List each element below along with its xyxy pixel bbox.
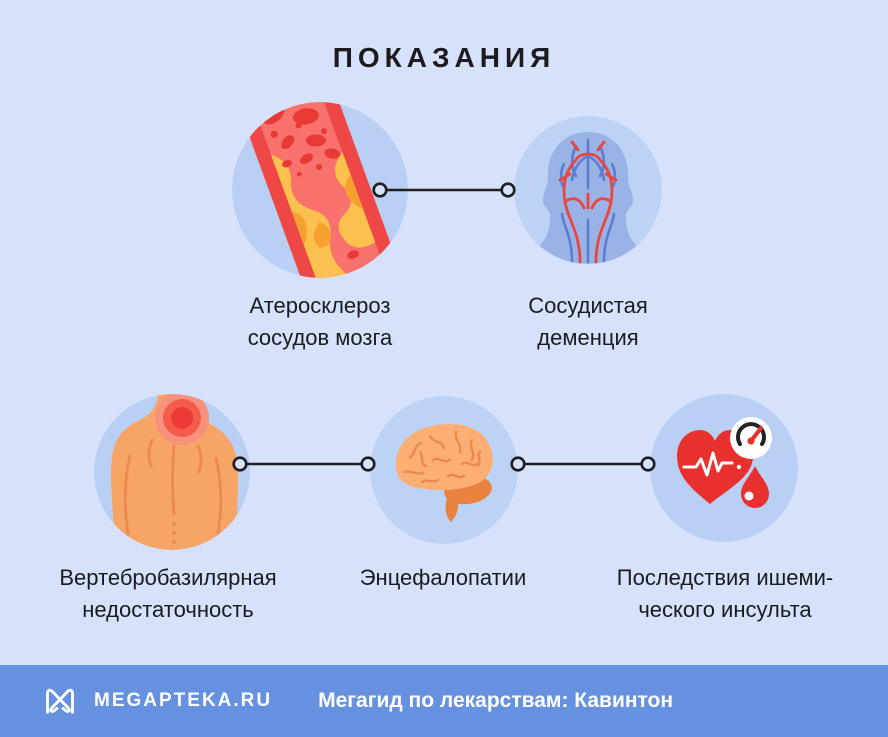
- back-neck-pain-icon: [94, 394, 250, 550]
- footer-bar: MEGAPTEKA.RU Мегагид по лекарствам: Кави…: [0, 665, 888, 737]
- footer-brand: MEGAPTEKA.RU: [94, 690, 273, 711]
- connector-line: [232, 455, 376, 473]
- indication-label-encephalopathy: Энцефалопатии: [359, 565, 527, 590]
- indication-circle-encephalopathy: [370, 396, 518, 544]
- indication-label-vertebrobasilar: Вертебробазилярная недостаточность: [59, 565, 277, 622]
- page-title: ПОКАЗАНИЯ: [332, 42, 556, 73]
- indication-label-atherosclerosis: Атеросклероз сосудов мозга: [247, 293, 393, 350]
- connector-line: [372, 181, 516, 199]
- brain-icon: [370, 396, 518, 544]
- indication-label-dementia: Сосудистая деменция: [528, 293, 648, 350]
- footer-tagline: Мегагид по лекарствам: Кавинтон: [318, 689, 674, 712]
- indication-label-stroke: Последствия ишеми- ческого инсульта: [616, 565, 834, 622]
- head-blood-vessels-icon: [514, 116, 662, 264]
- heart-pressure-drop-icon: [650, 394, 798, 542]
- megapteka-logo-icon: [40, 681, 80, 721]
- connector-line: [510, 455, 656, 473]
- indication-circle-vertebrobasilar: [94, 394, 250, 550]
- indication-circle-stroke: [650, 394, 798, 542]
- indication-circle-dementia: [514, 116, 662, 264]
